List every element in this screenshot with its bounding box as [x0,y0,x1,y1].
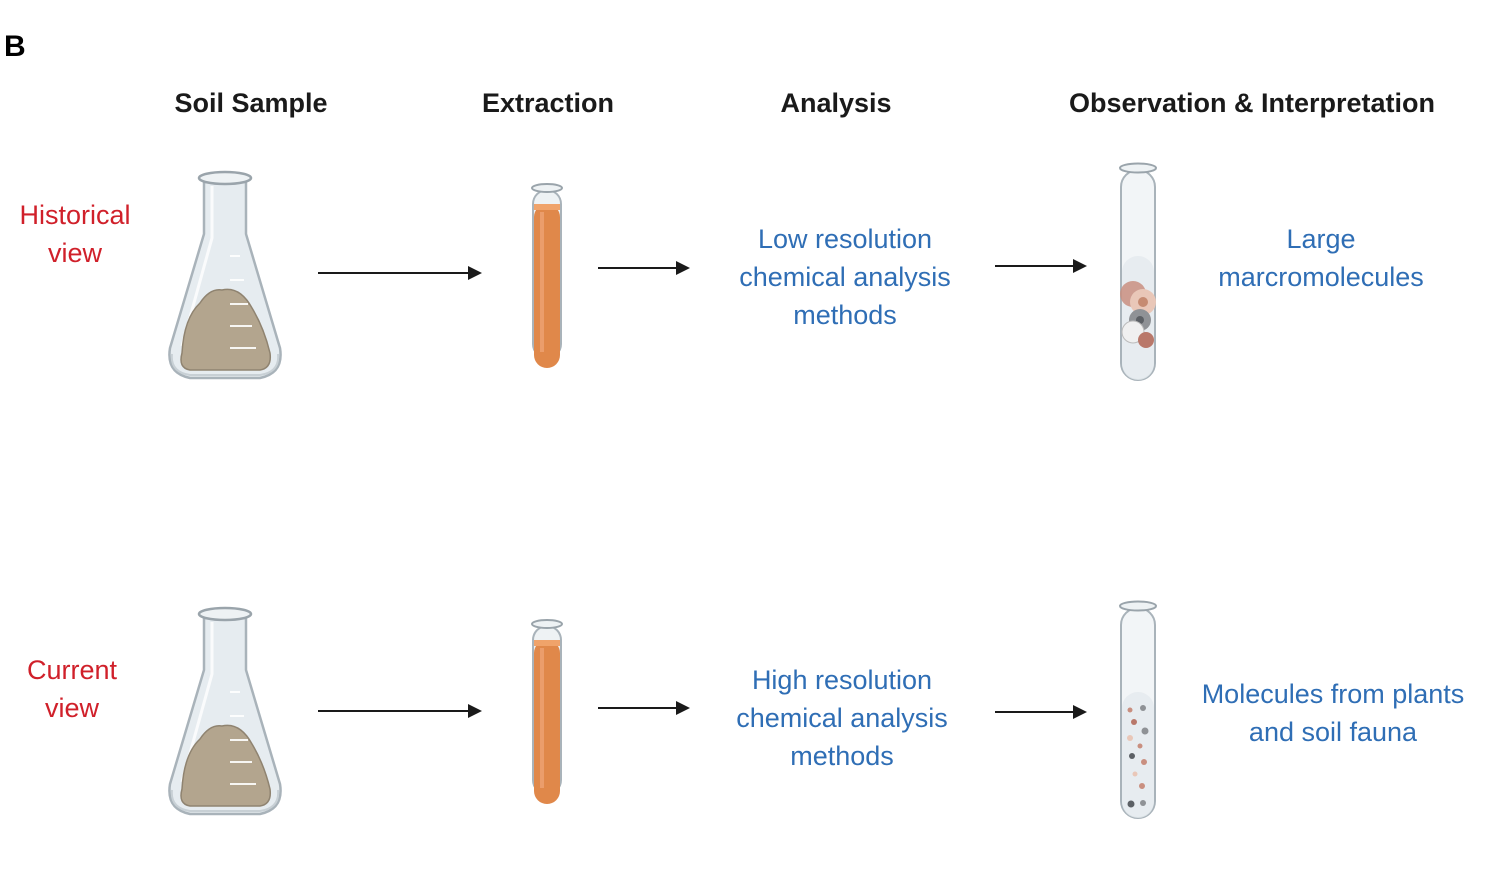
result-historical: Large marcromolecules [1190,220,1452,296]
orange-test-tube-icon [531,183,563,368]
result-line: marcromolecules [1218,262,1424,292]
result-current: Molecules from plants and soil fauna [1178,675,1488,751]
arrow-icon [598,701,690,715]
result-line: Molecules from plants [1201,679,1465,709]
row-label-historical-line2: view [47,238,102,268]
arrow-icon [995,705,1087,719]
analysis-method-historical: Low resolution chemical analysis methods [700,220,990,334]
column-header-soil-sample: Soil Sample [174,88,328,118]
result-line: and soil fauna [1248,717,1418,747]
row-label-current-line1: Current [26,655,118,685]
arrow-icon [995,259,1087,273]
arrow-icon [318,704,482,718]
column-header-analysis: Analysis [780,88,892,118]
analysis-line: methods [793,300,897,330]
column-header-extraction: Extraction [481,88,615,118]
analysis-line: methods [790,741,894,771]
row-label-current-line2: view [44,693,99,723]
analysis-method-current: High resolution chemical analysis method… [697,661,987,775]
analysis-line: High resolution [751,665,933,695]
erlenmeyer-flask-icon [168,170,282,380]
arrow-icon [318,266,482,280]
test-tube-large-molecules-icon [1119,162,1157,381]
row-label-historical-line1: Historical [19,200,131,230]
row-label-current: Current view [0,651,157,727]
erlenmeyer-flask-icon [168,606,282,816]
panel-label: B [4,30,26,63]
column-header-observation: Observation & Interpretation [1068,88,1436,118]
row-label-historical: Historical view [0,196,160,272]
test-tube-small-molecules-icon [1119,600,1157,819]
analysis-line: chemical analysis [739,262,951,292]
result-line: Large [1286,224,1356,254]
analysis-line: chemical analysis [736,703,948,733]
arrow-icon [598,261,690,275]
analysis-line: Low resolution [757,224,933,254]
orange-test-tube-icon [531,619,563,804]
